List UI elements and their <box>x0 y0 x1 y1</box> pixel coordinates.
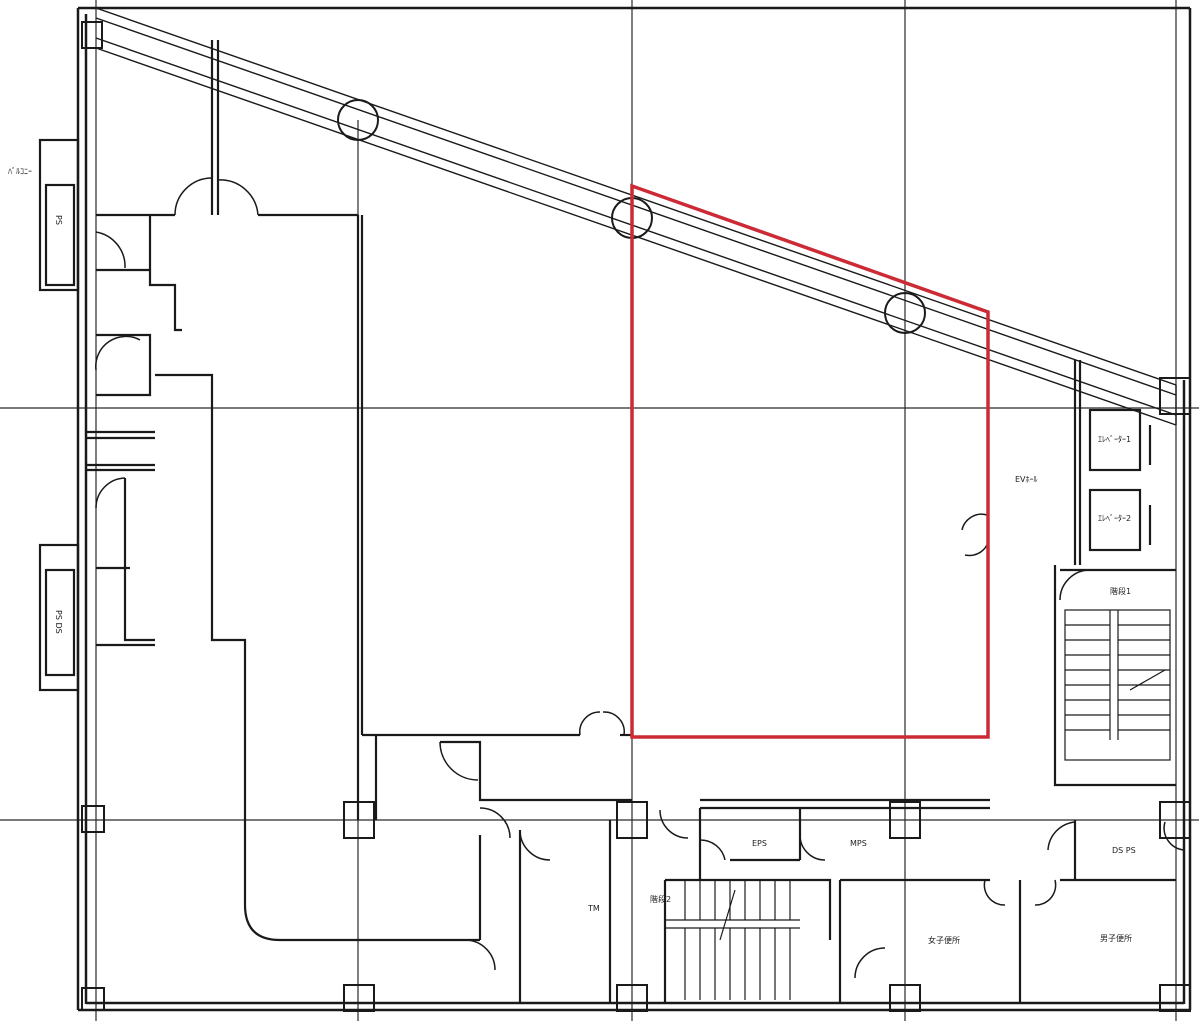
round-column-1 <box>337 99 379 141</box>
balcony-label: ﾊﾞﾙｺﾆｰ <box>8 167 32 176</box>
door-swing-lower-1 <box>439 741 479 781</box>
door-swing-lower-10 <box>854 947 886 979</box>
door-swing-left-2 <box>95 335 141 371</box>
mps-label: MPS <box>850 839 867 848</box>
stair-2-treads <box>665 880 800 1000</box>
door-swing-lower-9 <box>1034 879 1057 906</box>
door-swing-top-2 <box>217 179 259 216</box>
ds-ps-label: DS PS <box>1112 846 1136 855</box>
door-swing-lower-7 <box>799 834 826 861</box>
column-d2 <box>889 801 921 839</box>
round-column-3 <box>884 292 926 334</box>
column-b3 <box>343 984 375 1012</box>
door-swing-lower-2 <box>479 807 511 839</box>
column-c3 <box>616 984 648 1012</box>
column-e3 <box>1159 984 1191 1012</box>
door-swing-lower-3 <box>519 829 551 861</box>
stair-2-label: 階段2 <box>650 895 672 904</box>
elevator-2-label: ｴﾚﾍﾞｰﾀｰ2 <box>1098 514 1132 523</box>
tenant-room-label: TM <box>588 904 600 913</box>
door-swing-right-5 <box>1163 821 1185 851</box>
structural-columns <box>81 21 1191 1012</box>
eps-label: EPS <box>752 839 767 848</box>
door-swing-left-1 <box>95 231 126 269</box>
door-swing-top-1 <box>174 177 213 216</box>
column-a3 <box>81 987 105 1011</box>
door-swing-lower-8 <box>983 879 1006 906</box>
column-d3 <box>889 984 921 1012</box>
elevator-1-label: ｴﾚﾍﾞｰﾀｰ1 <box>1098 435 1132 444</box>
highlighted-area[interactable] <box>630 183 990 739</box>
door-swing-mid-1 <box>579 711 601 736</box>
column-e2 <box>1159 801 1191 839</box>
door-swing-mid-2 <box>602 711 625 736</box>
diagonal-facade <box>95 7 1177 426</box>
womens-wc-label: 女子便所 <box>928 936 960 945</box>
door-swing-right-1 <box>1047 821 1076 851</box>
interior-walls <box>86 40 1176 1003</box>
left-shaft-top-label: PS <box>54 215 63 225</box>
door-swing-lower-6 <box>699 839 726 861</box>
shaft-bottom-inner <box>44 568 76 677</box>
door-swings <box>95 177 1185 979</box>
door-swing-lower-5 <box>659 809 689 839</box>
stair-1-treads <box>1064 609 1171 761</box>
stair-1-label: 階段1 <box>1110 587 1132 596</box>
left-shaft-bottom-label: PS DS <box>54 610 63 634</box>
ev-hall-label: EVﾎｰﾙ <box>1015 475 1038 484</box>
exterior-shafts <box>38 138 80 692</box>
door-swing-right-4 <box>964 544 988 557</box>
shaft-bottom <box>38 543 80 692</box>
column-a1 <box>81 21 103 49</box>
shaft-top <box>38 138 80 292</box>
mens-wc-label: 男子便所 <box>1100 934 1132 943</box>
column-c2 <box>616 801 648 839</box>
shaft-top-inner <box>44 183 76 287</box>
door-swing-right-3 <box>961 513 988 531</box>
door-swing-lower-4 <box>464 939 496 971</box>
outer-walls <box>76 6 1192 1012</box>
column-a2 <box>81 805 105 833</box>
door-swing-right-2 <box>1059 569 1091 601</box>
column-e1 <box>1159 377 1191 415</box>
door-swing-left-3 <box>95 477 126 509</box>
